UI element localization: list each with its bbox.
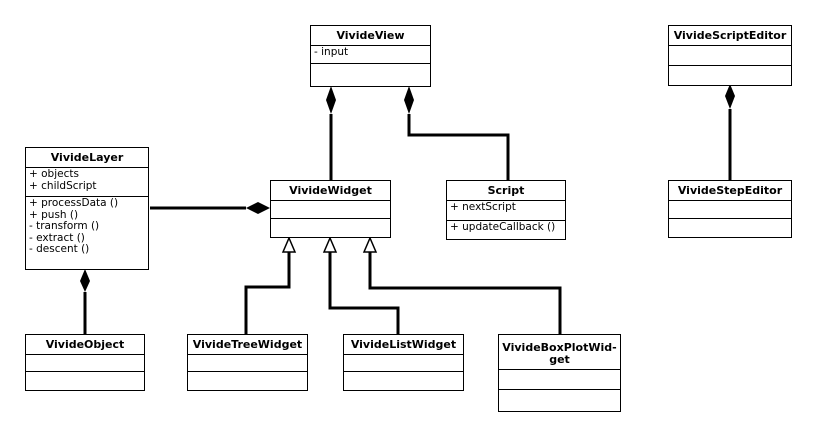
attributes-section	[669, 200, 791, 218]
attributes-section	[499, 369, 620, 389]
attributes-section	[271, 200, 390, 218]
class-name: VivideBoxPlotWid- get	[502, 341, 617, 366]
attributes-section	[669, 45, 791, 65]
operations-section	[669, 65, 791, 85]
attribute: + nextScript	[450, 201, 516, 213]
generalization-arrow-boxplot	[362, 236, 378, 253]
generalization-line-tree	[244, 252, 291, 335]
attribute: + objects	[29, 168, 79, 180]
generalization-line-list	[328, 252, 400, 335]
composition-diamond-widget-layer	[246, 202, 270, 214]
composition-diamond-view-script	[404, 86, 414, 114]
class-name: VivideStepEditor	[677, 184, 783, 197]
class-vivide-list-widget[interactable]: VivideListWidget	[343, 334, 464, 391]
operation: - extract ()	[29, 231, 85, 244]
class-name: VivideView	[336, 29, 405, 42]
class-vivide-script-editor[interactable]: VivideScriptEditor	[668, 25, 792, 86]
composition-diamond-view-widget	[326, 86, 336, 114]
class-vivide-layer[interactable]: VivideLayer + objects + childScript + pr…	[25, 147, 149, 270]
attributes-section: + objects + childScript	[26, 167, 148, 196]
generalization-line-boxplot	[368, 252, 562, 335]
attribute: - input	[314, 46, 349, 58]
class-name: VivideTreeWidget	[192, 338, 303, 351]
generalization-arrow-list	[322, 236, 338, 253]
operations-section	[669, 218, 791, 238]
attributes-section	[188, 354, 307, 371]
operation: + updateCallback ()	[450, 221, 556, 233]
class-name: VivideLayer	[50, 151, 124, 164]
attribute: + childScript	[29, 179, 97, 192]
class-vivide-widget[interactable]: VivideWidget	[270, 180, 391, 238]
composition-diamond-editor-step	[725, 84, 735, 109]
class-name: VivideWidget	[289, 184, 372, 197]
operations-section	[344, 371, 463, 390]
operations-section	[311, 63, 430, 86]
class-vivide-object[interactable]: VivideObject	[25, 334, 145, 391]
operation: + push ()	[29, 208, 79, 221]
class-vivide-view[interactable]: VivideView - input	[310, 25, 431, 87]
generalization-arrow-tree	[281, 236, 297, 253]
operations-section: + processData () + push () - transform (…	[26, 196, 148, 257]
operations-section	[271, 218, 390, 238]
operation: - transform ()	[29, 220, 100, 232]
operations-section	[26, 371, 144, 390]
attributes-section: - input	[311, 45, 430, 63]
composition-line-view-script	[407, 114, 510, 181]
operations-section	[188, 371, 307, 390]
class-vivide-step-editor[interactable]: VivideStepEditor	[668, 180, 792, 238]
class-script[interactable]: Script + nextScript + updateCallback ()	[446, 180, 566, 240]
class-name: VivideScriptEditor	[673, 29, 787, 42]
attributes-section	[344, 354, 463, 371]
operations-section	[499, 389, 620, 409]
class-name: VivideListWidget	[350, 338, 457, 351]
class-name: VivideObject	[45, 338, 125, 351]
class-vivide-box-plot-widget[interactable]: VivideBoxPlotWid- get	[498, 334, 621, 412]
operations-section: + updateCallback ()	[447, 220, 565, 240]
class-name: Script	[487, 184, 525, 197]
composition-diamond-layer-object	[80, 269, 90, 292]
class-vivide-tree-widget[interactable]: VivideTreeWidget	[187, 334, 308, 391]
attributes-section: + nextScript	[447, 200, 565, 220]
attributes-section	[26, 354, 144, 371]
operation: - descent ()	[29, 243, 90, 255]
operation: + processData ()	[29, 197, 119, 209]
